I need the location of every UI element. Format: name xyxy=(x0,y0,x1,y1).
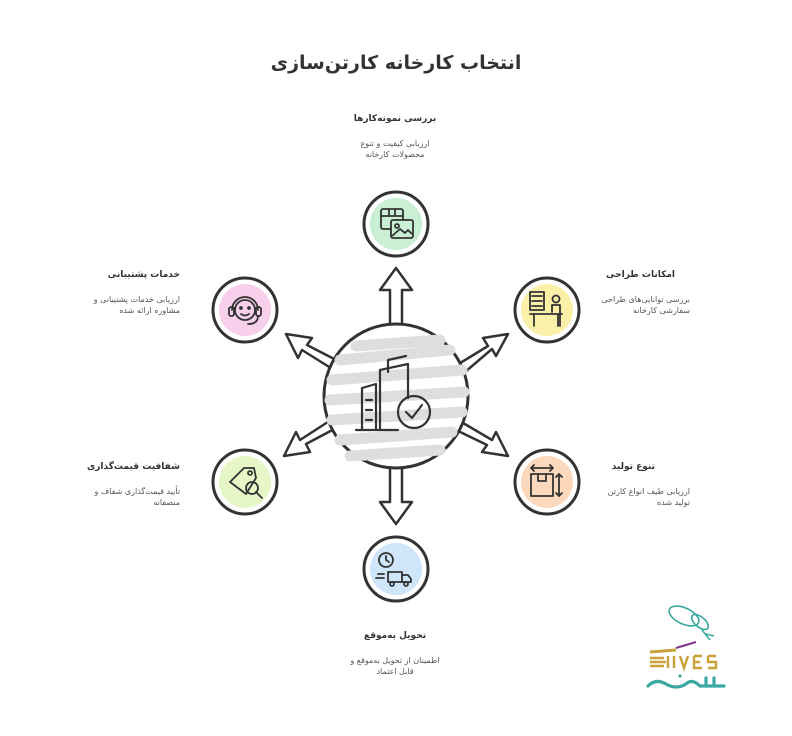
node-design-heading: امکانات طراحی xyxy=(606,270,675,280)
node-pricing-heading: شفافیت قیمت‌گذاری xyxy=(86,462,180,472)
node-delivery-heading: تحویل به‌موقع xyxy=(363,631,427,641)
node-support xyxy=(211,276,279,344)
node-samples xyxy=(362,190,430,258)
node-pricing-text: شفافیت قیمت‌گذاری تأیید قیمت‌گذاری شفاف … xyxy=(40,462,180,508)
node-support-desc-line2: مشاوره ارائه شده xyxy=(119,306,180,315)
headset-support-icon xyxy=(228,296,262,325)
node-design-desc-line1: بررسی توانایی‌های طراحی xyxy=(601,295,690,304)
node-pricing xyxy=(211,448,279,516)
box-dimensions-icon xyxy=(530,464,563,497)
node-pricing-desc-line1: تأیید قیمت‌گذاری شفاف و xyxy=(94,487,180,496)
box-image-icon xyxy=(380,208,414,239)
node-design-desc-line2: سفارشی کارخانه xyxy=(633,306,690,315)
node-samples-text: بررسی نمونه‌کارها ارزیابی کیفیت و تنوع م… xyxy=(320,114,470,160)
node-design-text: امکانات طراحی بررسی توانایی‌های طراحی سف… xyxy=(585,270,735,316)
node-variety xyxy=(513,448,581,516)
node-delivery-desc-line2: قابل اعتماد xyxy=(376,667,414,676)
factory-check-icon xyxy=(354,354,432,432)
node-support-heading: خدمات پشتیبانی xyxy=(107,270,180,280)
page-title: انتخاب کارخانه کارتن‌سازی xyxy=(270,52,522,74)
node-support-desc-line1: ارزیابی خدمات پشتیبانی و xyxy=(93,295,180,304)
node-samples-desc-line2: محصولات کارخانه xyxy=(365,150,425,159)
node-variety-desc-line1: ارزیابی طیف انواع کارتن xyxy=(607,487,690,496)
arrow-up xyxy=(378,266,414,332)
price-tag-search-icon xyxy=(229,467,263,499)
node-variety-text: تنوع تولید ارزیابی طیف انواع کارتن تولید… xyxy=(585,462,735,508)
node-variety-desc-line2: تولید شده xyxy=(656,498,690,507)
designer-desk-icon xyxy=(529,291,563,327)
node-variety-heading: تنوع تولید xyxy=(611,462,655,472)
node-delivery xyxy=(362,535,430,603)
center-hub xyxy=(322,322,470,470)
hermes-logo xyxy=(646,605,726,689)
node-design xyxy=(513,276,581,344)
node-samples-heading: بررسی نمونه‌کارها xyxy=(353,114,437,124)
node-support-text: خدمات پشتیبانی ارزیابی خدمات پشتیبانی و … xyxy=(40,270,180,316)
node-delivery-text: تحویل به‌موقع اطمینان از تحویل به‌موقع و… xyxy=(320,631,470,677)
node-pricing-desc-line2: منصفانه xyxy=(153,498,180,507)
arrow-down xyxy=(378,458,414,526)
node-delivery-desc-line1: اطمینان از تحویل به‌موقع و xyxy=(350,656,440,665)
node-samples-desc-line1: ارزیابی کیفیت و تنوع xyxy=(360,139,430,148)
delivery-truck-clock-icon xyxy=(375,552,412,587)
